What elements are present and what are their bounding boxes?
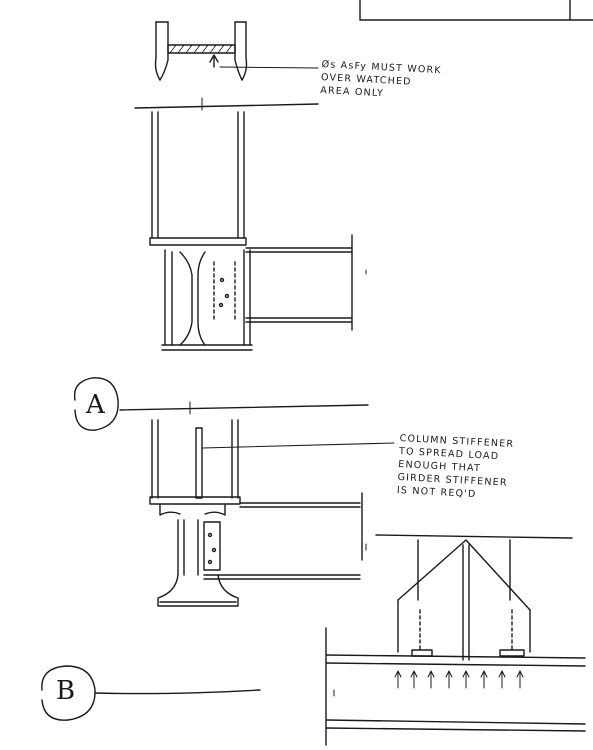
girder-a bbox=[245, 234, 367, 331]
stiffener-elevation bbox=[375, 534, 573, 661]
stiffener-note: COLUMN STIFFENER TO SPREAD LOAD ENOUGH T… bbox=[396, 432, 515, 501]
column-lower-b bbox=[157, 504, 239, 607]
section-cut-line bbox=[119, 401, 369, 415]
beam-section-top bbox=[154, 21, 319, 81]
load-arrows bbox=[394, 670, 524, 689]
detail-a-label: A bbox=[86, 390, 105, 420]
callout-b-circle bbox=[41, 665, 261, 721]
column-upper-b bbox=[149, 419, 395, 505]
callout-a-circle bbox=[73, 377, 119, 431]
flange-note: Øs AsFy MUST WORK OVER WATCHED AREA ONLY bbox=[320, 58, 443, 100]
detail-b-label: B bbox=[56, 676, 76, 706]
column-upper-a bbox=[134, 97, 319, 246]
column-lower-a bbox=[161, 249, 253, 351]
title-block-corner bbox=[359, 0, 593, 21]
girder-b bbox=[203, 492, 367, 580]
girder-elevation bbox=[325, 627, 586, 746]
